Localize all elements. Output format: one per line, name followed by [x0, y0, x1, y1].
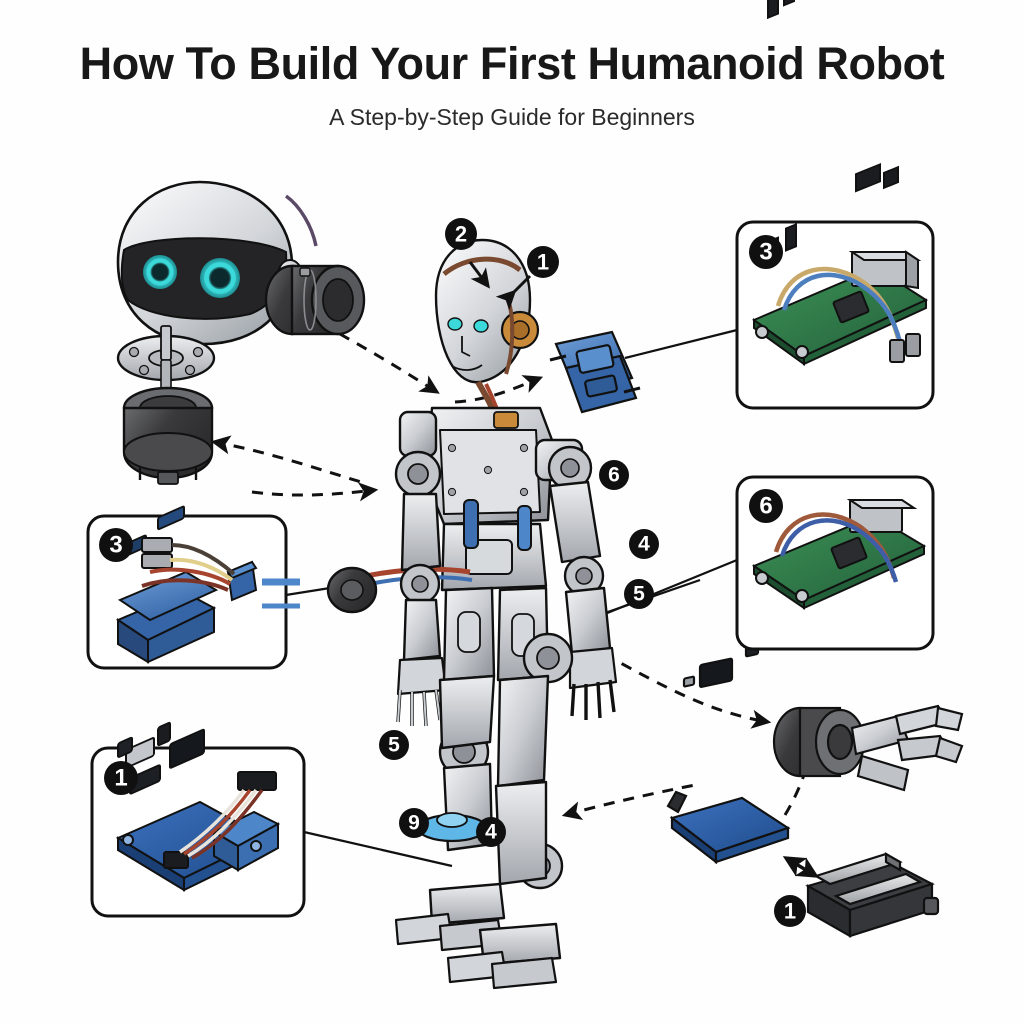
page-title: How To Build Your First Humanoid Robot	[79, 38, 945, 89]
callout-badge-1-battery-label: 1	[784, 899, 796, 924]
callout-badge-9-ankle: 9	[399, 808, 429, 838]
callout-badge-4-ankle-right: 4	[476, 817, 506, 847]
left-foot	[394, 882, 506, 952]
robot-right-leg	[446, 586, 574, 990]
robot-figure	[326, 238, 618, 990]
panel-badge-1-board-label: 1	[114, 765, 127, 792]
leader-lines	[285, 328, 738, 868]
callout-badge-5-knee: 5	[379, 730, 409, 760]
battery-cell-1	[813, 852, 903, 886]
panel-badge-3-board: 3	[749, 235, 783, 269]
panel-badge-6-board: 6	[749, 489, 783, 523]
panel3-wire-blue	[781, 272, 903, 343]
panel-badges: 3 6 3 1	[99, 235, 783, 795]
page-subtitle: A Step-by-Step Guide for Beginners	[329, 104, 695, 130]
leader-panel3-to-servo-module	[624, 328, 738, 360]
battery-cell-2	[833, 872, 923, 906]
robot-left-leg	[394, 586, 506, 952]
callout-pointer-1	[495, 274, 532, 311]
eye-left-robot	[447, 317, 463, 331]
callout-badge-1-battery: 1	[774, 895, 806, 927]
right-hand	[568, 646, 618, 720]
arrow-head-to-servo	[454, 375, 544, 404]
pan-servo-motor	[122, 386, 214, 485]
panel-badge-6-board-label: 6	[759, 493, 772, 520]
hip-actuator-left	[463, 499, 479, 549]
callout-badge-4-arm-label: 4	[638, 533, 650, 556]
robot-hand	[772, 704, 964, 792]
blue-servo-module	[549, 330, 641, 414]
panel-badge-3-board-label: 3	[759, 239, 772, 266]
callout-badge-2-head-top-label: 2	[455, 222, 467, 247]
right-arm	[548, 480, 602, 564]
arrow-hand-to-leg	[561, 782, 701, 821]
panel-badge-1-board: 1	[104, 761, 138, 795]
robot-head-exploded	[116, 180, 362, 346]
arrow-motor-to-torso	[251, 482, 379, 502]
right-forearm	[564, 586, 612, 656]
leader-panel3servo-to-hip	[285, 586, 331, 597]
panel-badge-3-servo: 3	[99, 528, 133, 562]
panel1-ribbon-header	[237, 771, 277, 791]
panel6-wire-blue	[779, 518, 899, 583]
callout-badge-5-knee-label: 5	[388, 734, 400, 757]
callout-badge-6-shoulder: 6	[599, 460, 629, 490]
arrow-torso-to-hand	[603, 652, 772, 729]
leader-panel1-to-ankle	[303, 830, 453, 868]
panel3-servo-plugs	[141, 537, 173, 569]
panel3-servo-connector	[226, 560, 258, 602]
board-battery-double-arrow	[782, 856, 820, 878]
right-foot	[446, 922, 562, 990]
callout-badge-4-ankle-right-label: 4	[485, 821, 497, 844]
head-band	[442, 256, 522, 276]
hand-thumb	[856, 754, 910, 792]
callout-badge-5-forearm: 5	[624, 579, 654, 609]
hip-actuator-right	[517, 505, 532, 551]
robot-torso	[333, 406, 554, 594]
robot-left-arm	[326, 410, 448, 727]
battery-pack	[805, 852, 940, 938]
callout-badge-1-head-side-label: 1	[537, 250, 549, 275]
eye-right-robot	[473, 319, 489, 333]
panel-badge-3-servo-label: 3	[109, 532, 122, 559]
callout-badge-5-forearm-label: 5	[633, 583, 645, 606]
panel-3-board-content	[751, 0, 929, 366]
callout-pointer-2	[468, 261, 490, 289]
arrow-motor-left	[210, 435, 369, 486]
callout-badge-9-ankle-label: 9	[408, 812, 420, 835]
panel-3-servo-content	[115, 505, 300, 664]
mounting-flange	[116, 325, 216, 397]
callout-badge-4-arm: 4	[629, 529, 659, 559]
dashed-arrows-left	[210, 435, 701, 821]
neck-servo-motor	[264, 264, 366, 336]
callout-badge-6-shoulder-label: 6	[608, 464, 620, 487]
callout-badge-2-head-top: 2	[445, 218, 477, 250]
controller-board	[666, 644, 791, 865]
robot-right-arm	[534, 438, 618, 720]
callout-badge-1-head-side: 1	[527, 246, 559, 278]
callout-badges: 2 1 6 4 5 5 9 4 1	[379, 218, 806, 927]
panel-1-board-content	[115, 721, 281, 892]
